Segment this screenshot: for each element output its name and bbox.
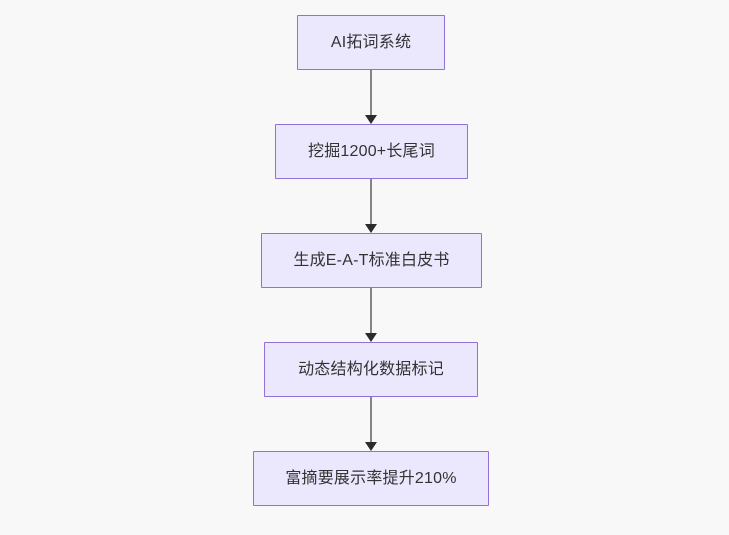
- flow-node-mine-longtail-keywords[interactable]: 挖掘1200+长尾词: [275, 124, 468, 179]
- connector-line: [370, 179, 372, 225]
- arrowhead-icon: [365, 115, 377, 124]
- flow-node-label: 生成E-A-T标准白皮书: [293, 251, 450, 269]
- flow-connector-3: [365, 288, 377, 342]
- flow-node-rich-snippet-rate-increase[interactable]: 富摘要展示率提升210%: [253, 451, 489, 506]
- flow-connector-2: [365, 179, 377, 233]
- flow-node-ai-keyword-system[interactable]: AI拓词系统: [297, 15, 445, 70]
- flow-node-label: 挖掘1200+长尾词: [308, 142, 435, 160]
- arrowhead-icon: [365, 224, 377, 233]
- flow-connector-4: [365, 397, 377, 451]
- arrowhead-icon: [365, 442, 377, 451]
- connector-line: [370, 397, 372, 443]
- flow-node-label: 富摘要展示率提升210%: [285, 469, 457, 487]
- flow-node-label: 动态结构化数据标记: [298, 360, 444, 378]
- flow-node-dynamic-structured-data-markup[interactable]: 动态结构化数据标记: [264, 342, 478, 397]
- flow-node-generate-eat-whitepaper[interactable]: 生成E-A-T标准白皮书: [261, 233, 482, 288]
- arrowhead-icon: [365, 333, 377, 342]
- connector-line: [370, 70, 372, 116]
- flow-node-label: AI拓词系统: [330, 33, 412, 51]
- connector-line: [370, 288, 372, 334]
- flow-connector-1: [365, 70, 377, 124]
